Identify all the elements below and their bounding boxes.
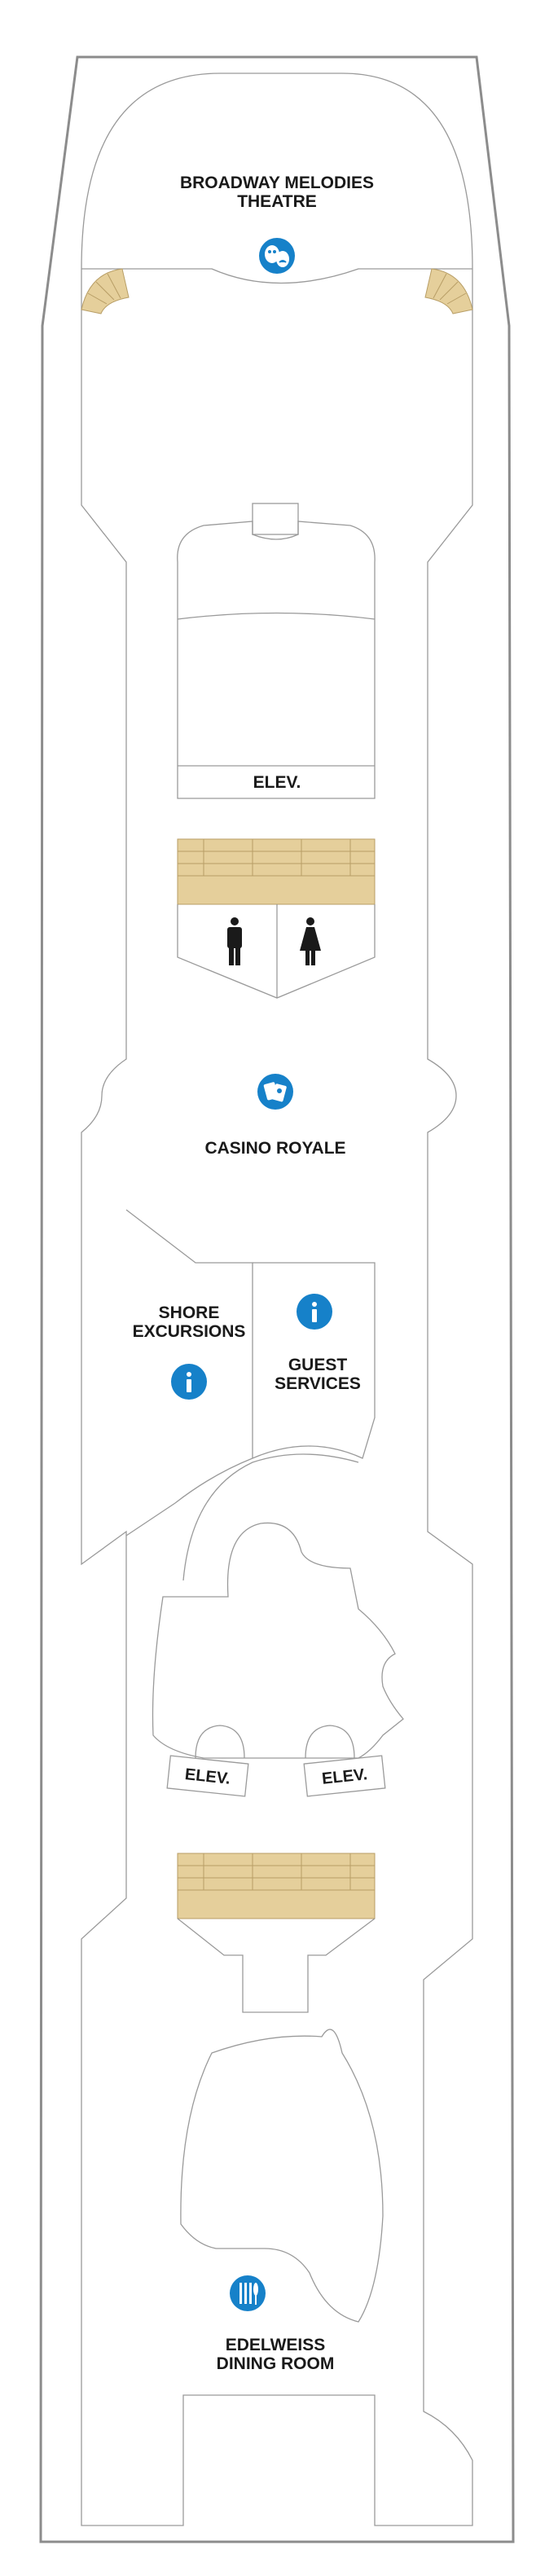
elevator-left-label: ELEV. (184, 1765, 231, 1788)
forward-elevator-lobby[interactable]: ELEV. (177, 503, 376, 799)
theatre-masks-icon (259, 238, 295, 274)
info-icon (297, 1294, 332, 1330)
stairs-aft-landing (177, 1918, 376, 2013)
guest-services-label-line2: SERVICES (275, 1374, 361, 1393)
theatre-label-line2: THEATRE (237, 192, 317, 211)
men-restroom-icon (227, 917, 242, 965)
casino-label: CASINO ROYALE (204, 1139, 345, 1158)
dining-room-area[interactable]: EDELWEISS DINING ROOM (180, 2029, 384, 2373)
stairs-aft (177, 1853, 376, 2013)
stairs-theatre-left (81, 268, 130, 314)
elevator-top-label: ELEV. (253, 773, 301, 792)
shore-excursions-area[interactable]: SHORE EXCURSIONS (125, 1209, 253, 1536)
casino-area[interactable]: CASINO ROYALE (204, 1074, 346, 1158)
playing-cards-icon (257, 1074, 293, 1110)
elevator-left[interactable]: ELEV. (166, 1755, 249, 1797)
women-restroom-icon (300, 917, 321, 965)
stairs-theatre-right (424, 268, 473, 314)
shore-excursions-label-line1: SHORE (159, 1303, 220, 1322)
restrooms[interactable] (177, 904, 376, 999)
theatre-wall (81, 268, 472, 284)
cutlery-icon (230, 2275, 266, 2311)
atrium-lobby-wall (152, 1522, 404, 1759)
shore-excursions-wall (125, 1209, 253, 1536)
elevator-right-label: ELEV. (321, 1765, 368, 1788)
info-icon (171, 1364, 207, 1400)
theatre-area[interactable]: BROADWAY MELODIES THEATRE (81, 174, 472, 284)
theatre-label-line1: BROADWAY MELODIES (180, 174, 374, 192)
central-atrium (152, 1453, 404, 1759)
elevator-lobby-inner (177, 612, 376, 620)
elevator-lobby-wall (177, 521, 376, 799)
stairs-forward (177, 838, 376, 905)
guest-services-area[interactable]: GUEST SERVICES (252, 1262, 376, 1459)
guest-services-label-line1: GUEST (288, 1356, 348, 1374)
hull-outline (39, 55, 515, 2543)
restroom-wall (177, 904, 376, 999)
dining-room-label-line1: EDELWEISS (226, 2336, 326, 2354)
elevator-right[interactable]: ELEV. (303, 1755, 386, 1797)
shore-excursions-label-line2: EXCURSIONS (133, 1322, 246, 1341)
dining-room-label-line2: DINING ROOM (217, 2354, 335, 2373)
elevator-shaft-top (252, 503, 299, 535)
guest-services-wall (252, 1262, 376, 1459)
dining-room-wall (180, 2029, 384, 2323)
inner-deck-outline (81, 73, 473, 2526)
